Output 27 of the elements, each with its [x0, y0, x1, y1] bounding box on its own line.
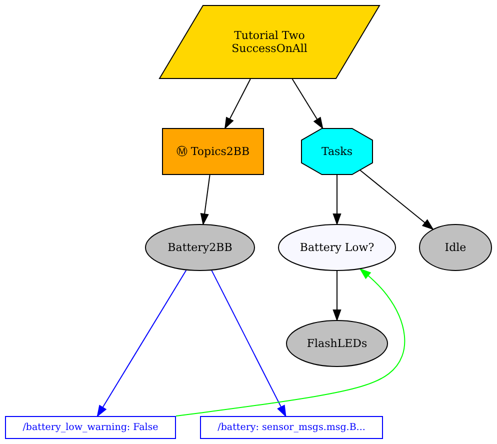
- topic-label: /battery: sensor_msgs.msg.B...: [218, 422, 366, 434]
- topic-box: [5, 416, 176, 439]
- octagon-node: [301, 128, 373, 175]
- arrow: [224, 78, 251, 128]
- node-label: Idle: [444, 240, 466, 254]
- ellipse-node: [278, 224, 396, 271]
- node-label: Battery2BB: [168, 240, 232, 254]
- arrow: [211, 270, 286, 416]
- topic-box: [200, 416, 383, 439]
- node-label: Tasks: [322, 144, 352, 158]
- node-label: Tutorial Two SuccessOnAll: [230, 28, 308, 56]
- arrow: [97, 270, 187, 416]
- ellipse-node: [419, 224, 492, 271]
- ellipse-node: [286, 320, 388, 367]
- arrow: [292, 78, 324, 128]
- arrow: [200, 174, 210, 225]
- node-label: Ⓜ Topics2BB: [176, 144, 250, 158]
- parallelogram-node: [159, 5, 380, 79]
- arrow: [332, 270, 342, 320]
- arrow: [332, 174, 342, 224]
- ellipse-node: [145, 224, 255, 271]
- arrow: [176, 268, 406, 417]
- node-label: Battery Low?: [300, 240, 374, 254]
- rectangle-node: [162, 128, 264, 175]
- node-label: FlashLEDs: [306, 336, 368, 350]
- topic-label: /battery_low_warning: False: [22, 422, 158, 434]
- arrow: [360, 170, 434, 230]
